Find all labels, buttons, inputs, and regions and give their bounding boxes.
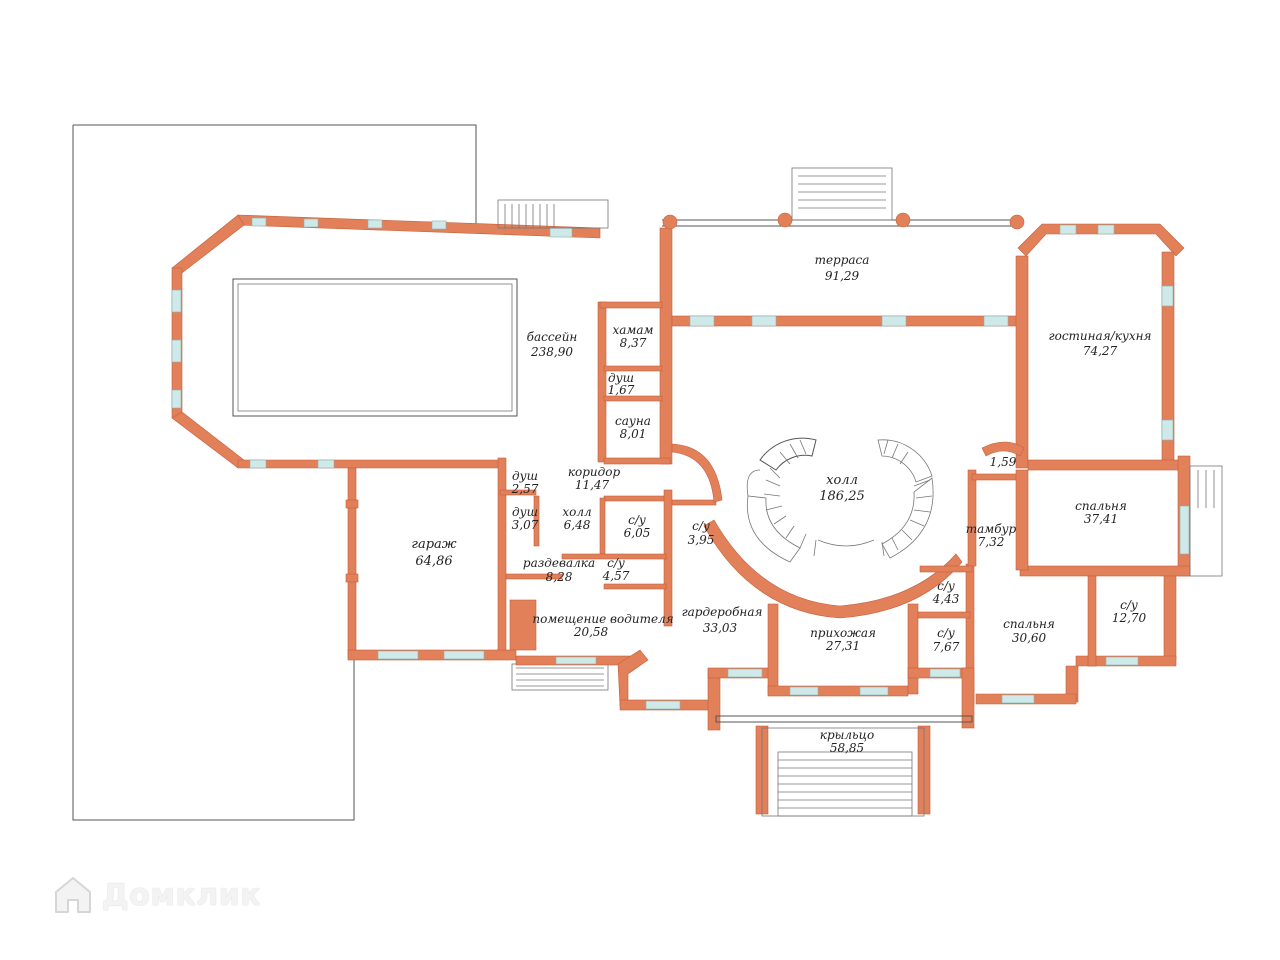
room-label-entrance-area: 27,31: [825, 639, 860, 653]
room-label-living-name: гостиная/кухня: [1049, 329, 1152, 343]
room-label-driver-area: 20,58: [573, 625, 609, 639]
room-label-wc-395-name: с/у: [692, 519, 710, 533]
room-label-shower2-name: душ: [512, 469, 538, 483]
room-label-hall-small-name: холл: [562, 505, 591, 519]
room-label-sauna-name: сауна: [615, 414, 651, 428]
room-label-wc-1270-name: с/у: [1120, 598, 1138, 612]
room-label-sauna-area: 8,01: [620, 427, 647, 441]
room-label-wc-443-name: с/у: [937, 579, 955, 593]
room-label-wc-457-area: 4,57: [602, 569, 630, 583]
south-walls: [515, 603, 975, 817]
room-labels: терраса 91,29 бассейн 238,90 хамам 8,37 …: [411, 253, 1151, 755]
room-label-changing-area: 8,28: [546, 570, 573, 584]
room-label-pool-area: 238,90: [530, 345, 573, 359]
room-label-hamam-area: 8,37: [620, 336, 647, 350]
room-label-driver-name: помещение водителя: [532, 612, 673, 626]
east-interior-walls: [671, 441, 1029, 619]
room-label-wc-767-name: с/у: [937, 626, 955, 640]
watermark: Домклик: [50, 872, 261, 918]
house-logo-icon: [55, 877, 91, 913]
terrace-structure: [662, 167, 1025, 327]
room-label-bedroom2-name: спальня: [1003, 617, 1055, 631]
room-label-wc-395-area: 3,95: [688, 533, 715, 547]
watermark-text: Домклик: [102, 877, 262, 913]
room-label-bedroom1-name: спальня: [1075, 499, 1127, 513]
room-label-corridor-name: коридор: [568, 465, 621, 479]
garage-walls: [345, 467, 609, 691]
pool-walls: [171, 214, 673, 469]
pool-stairs: [497, 199, 609, 229]
room-label-shower3-name: душ: [512, 505, 538, 519]
central-hall: [703, 437, 963, 619]
room-label-corridor-area: 11,47: [575, 478, 610, 492]
room-label-shower3-area: 3,07: [512, 518, 539, 532]
room-label-hall-main-area: 186,25: [819, 489, 865, 504]
room-label-bedroom2-area: 30,60: [1012, 631, 1047, 645]
service-walls: [497, 301, 717, 655]
room-label-living-area: 74,27: [1083, 344, 1118, 358]
room-label-wc-605-area: 6,05: [624, 526, 651, 540]
room-label-vestibule-area: 7,32: [978, 535, 1005, 549]
room-label-vestibule-name: тамбур: [966, 522, 1017, 536]
room-label-garage-name: гараж: [411, 537, 456, 552]
room-label-bedroom1-area: 37,41: [1084, 512, 1118, 526]
room-label-shower2-area: 2,57: [511, 482, 539, 496]
room-label-wc-1270-area: 12,70: [1112, 611, 1147, 625]
room-label-hamam-name: хамам: [613, 323, 654, 337]
room-label-porch-name: крыльцо: [820, 728, 874, 742]
room-label-small-159-area: 1,59: [990, 455, 1017, 469]
room-label-changing-name: раздевалка: [523, 556, 595, 570]
room-label-hall-main-name: холл: [826, 473, 858, 488]
room-label-wardrobe-name: гардеробная: [682, 605, 763, 619]
room-label-porch-area: 58,85: [830, 741, 864, 755]
pool-basin: [232, 278, 518, 417]
bedroom-walls: [965, 455, 1223, 705]
room-label-garage-area: 64,86: [415, 554, 452, 569]
room-label-terrace-area: 91,29: [825, 269, 860, 283]
room-label-wc-443-area: 4,43: [932, 592, 960, 606]
room-label-entrance-name: прихожая: [810, 626, 876, 640]
room-label-wc-605-name: с/у: [628, 513, 646, 527]
room-label-shower1-name: душ: [608, 371, 634, 385]
room-label-wc-457-name: с/у: [607, 556, 625, 570]
room-label-pool-name: бассейн: [527, 330, 578, 344]
room-label-shower1-area: 1,67: [608, 383, 635, 397]
room-label-wc-767-area: 7,67: [933, 640, 960, 654]
room-label-wardrobe-area: 33,03: [703, 621, 738, 635]
room-label-terrace-name: терраса: [815, 253, 870, 267]
room-label-hall-small-area: 6,48: [564, 518, 591, 532]
